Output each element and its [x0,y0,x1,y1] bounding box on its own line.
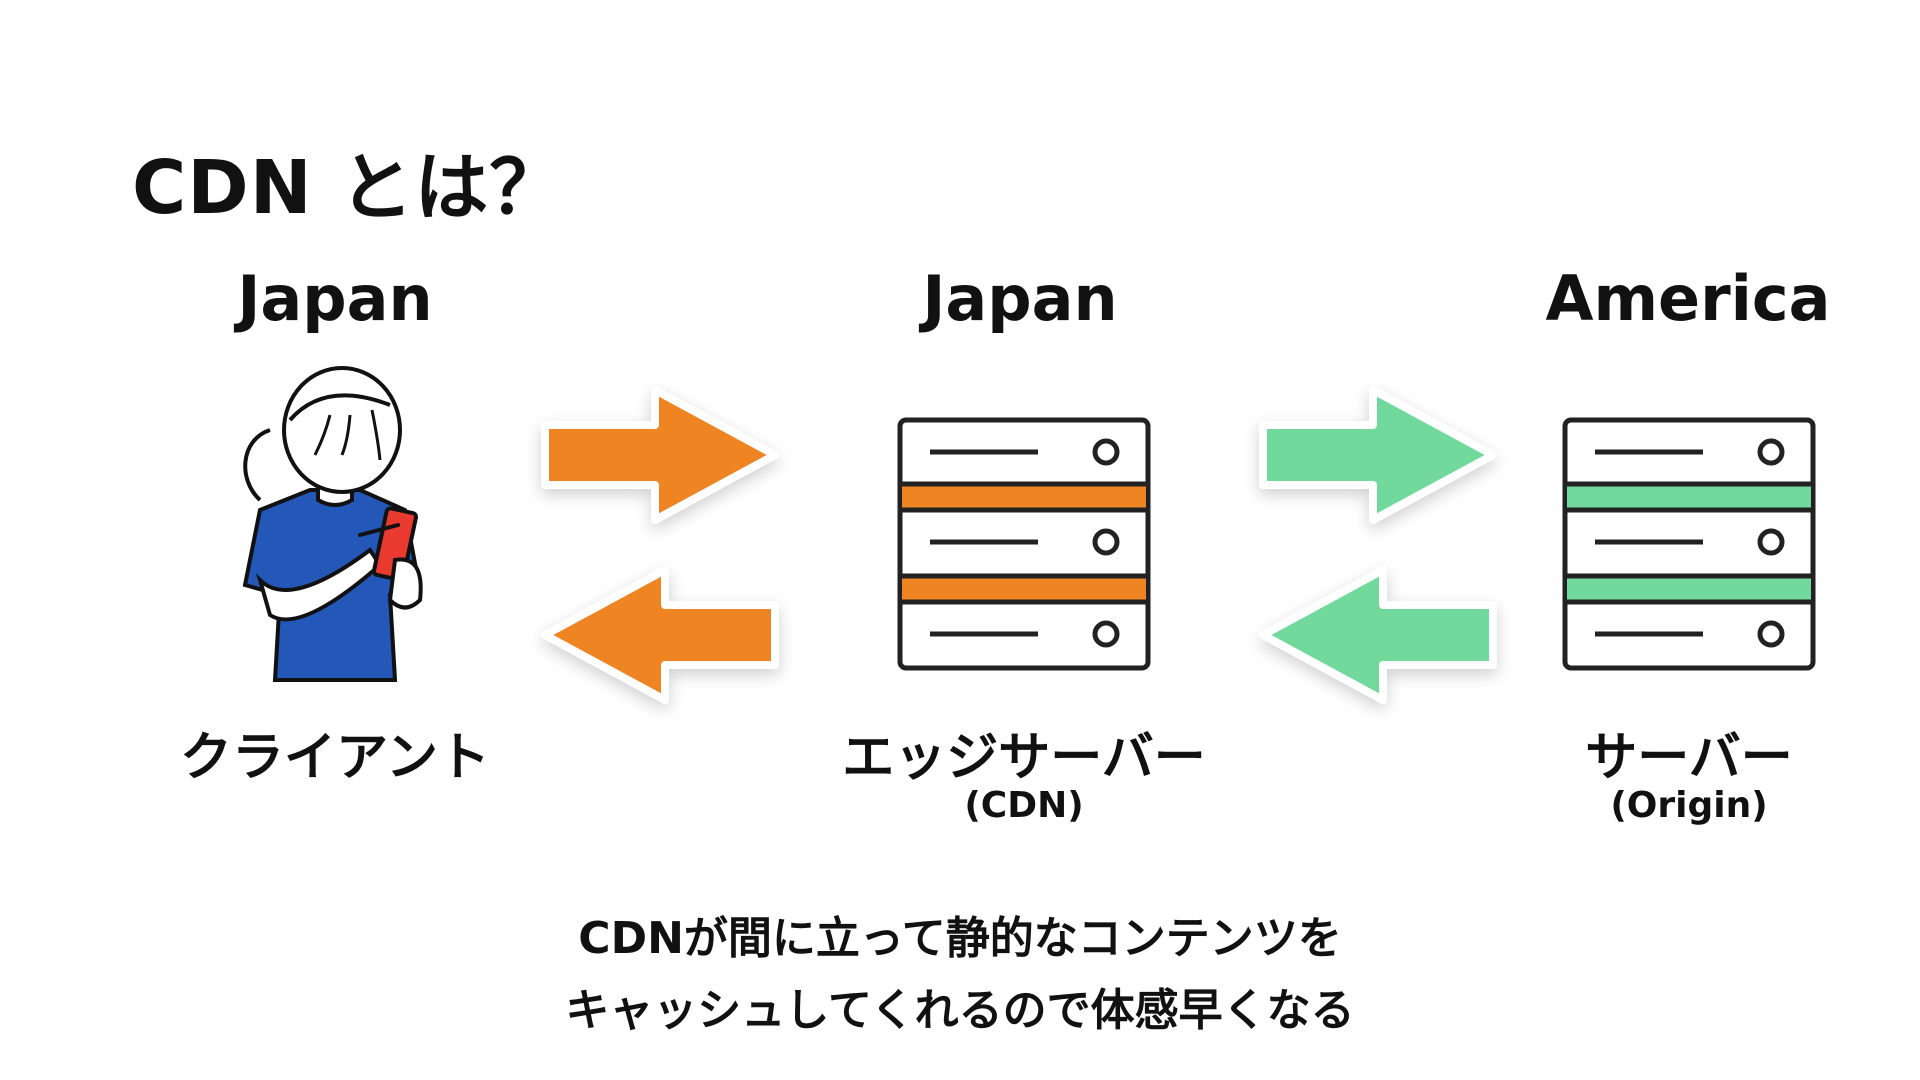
edge-server-stripe [902,486,1146,508]
edge-server-stripe [902,578,1146,600]
client-label: クライアント [180,728,490,788]
request-arrow-to-edge [541,386,779,524]
slide-title: CDN とは？ [132,145,565,231]
edge-region: Japan [922,262,1118,335]
edge-label: エッジサーバー [842,728,1206,788]
origin-sublabel: (Origin) [1610,785,1768,826]
edge-sublabel: (CDN) [964,785,1084,826]
response-arrow-to-client [541,566,779,704]
client-person-illustration [242,366,423,682]
caption-line-1: CDNが間に立って静的なコンテンツを [578,913,1342,964]
origin-server-stripe [1567,486,1811,508]
origin-server-icon [1562,417,1816,671]
origin-server-stripe [1567,578,1811,600]
caption-line-2: キャッシュしてくれるので体感早くなる [565,985,1355,1036]
origin-label: サーバー [1585,728,1793,788]
request-arrow-to-origin [1259,386,1497,524]
edge-server-icon [897,417,1151,671]
origin-region: America [1545,262,1831,335]
client-region: Japan [237,262,433,335]
response-arrow-to-edge [1259,566,1497,704]
